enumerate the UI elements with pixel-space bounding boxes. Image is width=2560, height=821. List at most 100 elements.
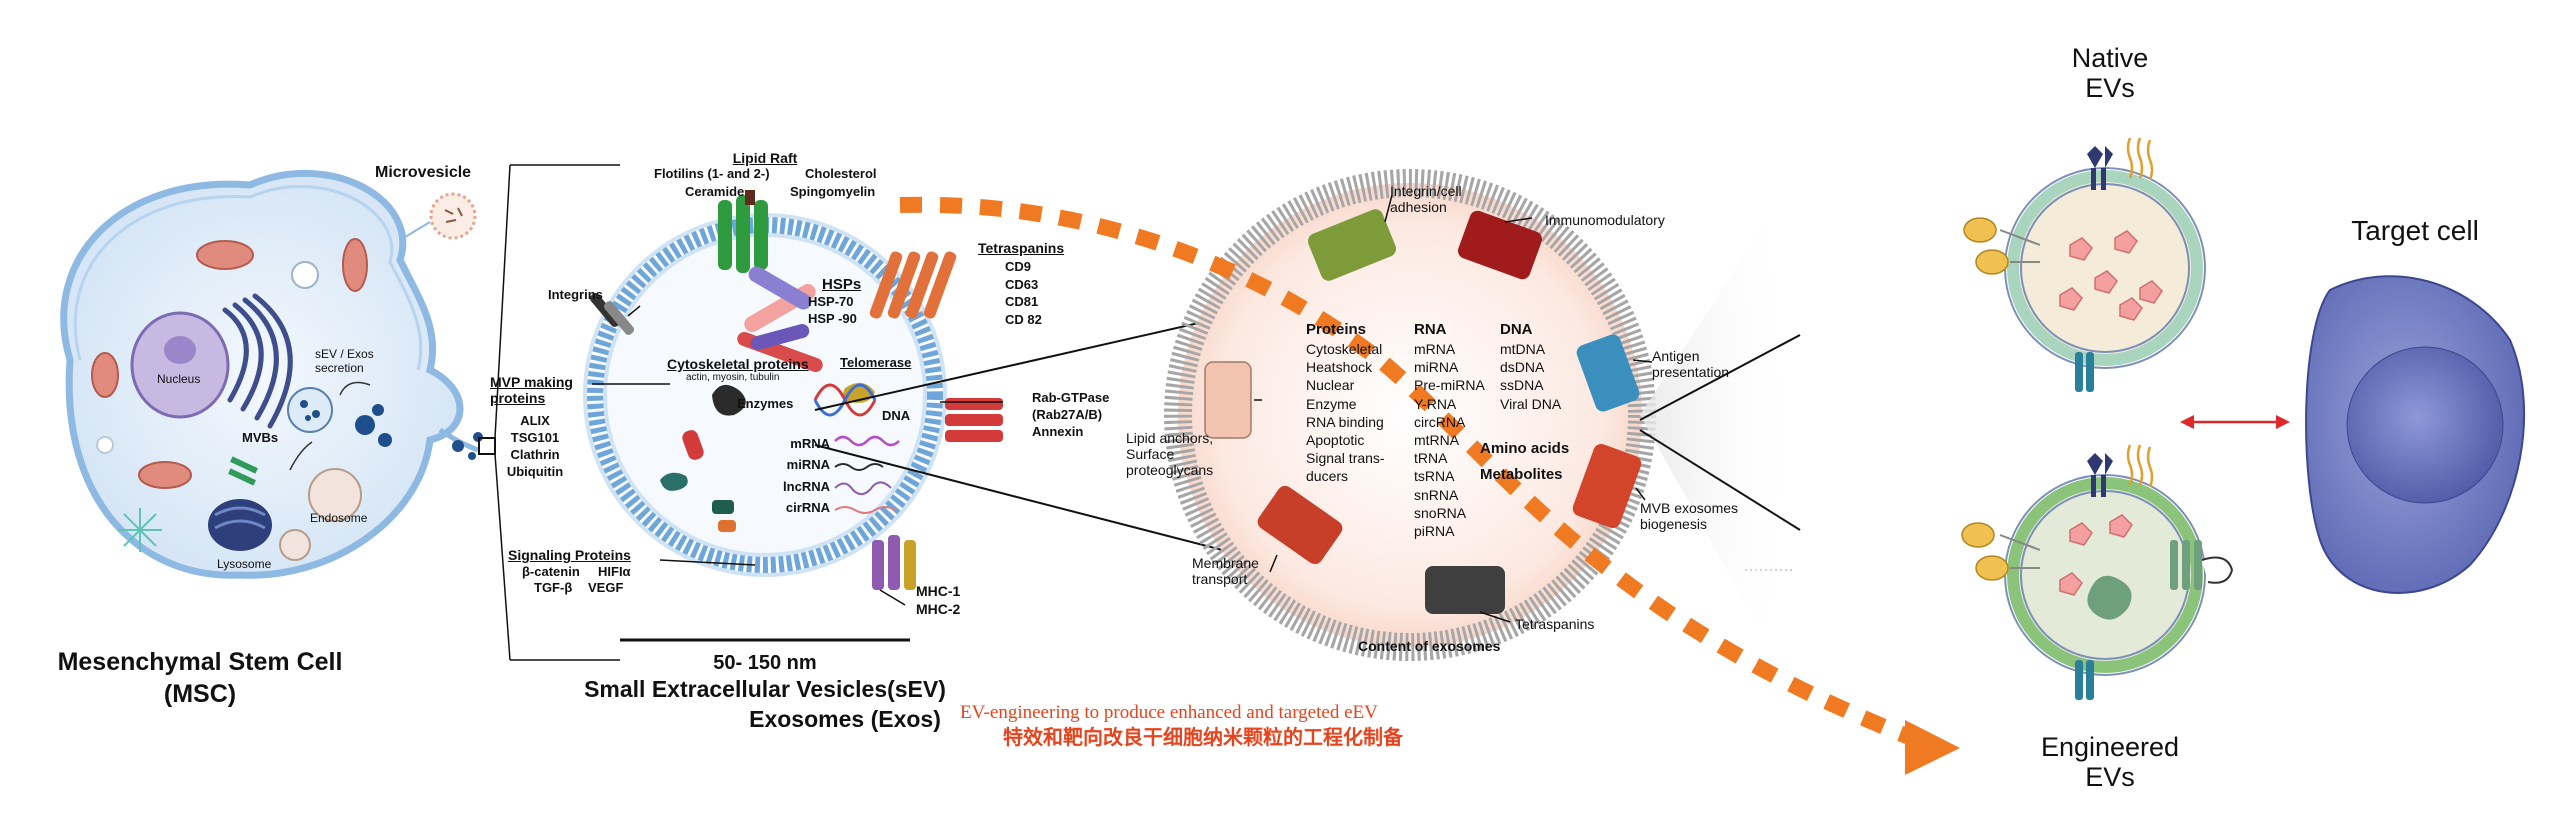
exo-dna-mtdna: mtDNA <box>1500 341 1546 357</box>
exo-rna-snorna: snoRNA <box>1414 504 1467 521</box>
tetraspanin-cd82: CD 82 <box>1005 311 1042 327</box>
mvp-alix: ALIX <box>520 413 550 428</box>
microvesicle-label: Microvesicle <box>375 164 472 181</box>
mvp-clathrin: Clathrin <box>510 446 560 462</box>
protein-nuclear: Nuclear <box>1306 377 1355 394</box>
protein-cytoskeletal: Cytoskeletal <box>1306 341 1383 357</box>
membrane-transport-block <box>1257 485 1343 565</box>
antigen-block <box>1576 334 1640 412</box>
tetraspanin-cd63: CD63 <box>1005 276 1039 292</box>
engineering-caption-en: EV-engineering to produce enhanced and t… <box>960 702 1378 723</box>
amino-acids-label: Amino acids <box>1480 440 1570 457</box>
target-cell-label: Target cell <box>2351 215 2479 246</box>
engineering-caption-zh: 特效和靶向改良干细胞纳米颗粒的工程化制备 <box>1003 727 1403 749</box>
tetraspanin-cd81: CD81 <box>1005 294 1039 310</box>
exo-rna-mrna: mRNA <box>1414 341 1456 357</box>
zoom-box <box>478 437 496 455</box>
signaling-hif: HIFIα <box>598 564 631 579</box>
exo-rna-y-rna: Y-RNA <box>1414 395 1457 412</box>
lipid-anchors-label: Lipid anchors, Surface proteoglycans <box>1126 430 1214 479</box>
immunomodulatory-label: Immunomodulatory <box>1545 212 1665 228</box>
exo-rna-mtrna: mtRNA <box>1414 431 1460 448</box>
lipid-raft-left-1: Flotilins (1- and 2-) <box>654 166 770 181</box>
mhc-icon <box>872 535 916 590</box>
protein-apoptotic: Apoptotic <box>1306 431 1365 448</box>
tetraspanins-label: Tetraspanins <box>1515 616 1595 632</box>
protein-rna-binding: RNA binding <box>1306 413 1384 430</box>
signaling-protein-icon <box>660 472 688 491</box>
cytoskeletal-sub: actin, myosin, tubulin <box>686 372 780 383</box>
hsps-list: HSP-70 HSP -90 <box>808 294 857 328</box>
exo-dna-list: mtDNA dsDNA ssDNA Viral DNA <box>1500 340 1561 413</box>
mirna-strand <box>834 463 884 471</box>
mvp-tsg101: TSG101 <box>510 429 560 445</box>
tetraspanins-heading: Tetraspanins <box>978 240 1065 256</box>
rna-heading: RNA <box>1414 321 1447 338</box>
engineering-arrowhead <box>1905 720 1960 775</box>
protein-enzyme: Enzyme <box>1306 395 1357 412</box>
enzyme-icon <box>712 384 746 416</box>
engineered-label-1: Engineered <box>2040 732 2180 762</box>
tetraspanins-list: CD9 CD63 CD81 CD 82 <box>1005 258 1042 328</box>
integrin-icon <box>589 293 635 335</box>
integrin-label: Integrin/cell adhesion <box>1390 183 1462 216</box>
rna-list: mRNA miRNA lncRNA cirRNA <box>780 433 830 519</box>
metabolites-label: Metabolites <box>1480 466 1563 483</box>
native-label-2: EVs <box>2085 72 2135 103</box>
exo-dna-dsdna: dsDNA <box>1500 359 1545 376</box>
mhc-2: MHC-2 <box>916 601 961 618</box>
lipid-raft-icon <box>718 190 768 273</box>
mrna-strand <box>834 435 900 447</box>
mhc-list: MHC-1 MHC-2 <box>916 582 960 618</box>
rna-mrna: mRNA <box>790 436 830 451</box>
hsp-90: HSP -90 <box>808 310 857 326</box>
rab-gtpase-label: Rab-GTPase <box>1032 390 1110 405</box>
tetraspanin-cd9: CD9 <box>1005 259 1032 274</box>
engineered-membrane-protein-icon <box>2170 540 2234 590</box>
native-ev <box>2004 167 2206 369</box>
exo-rna-pirna: piRNA <box>1414 522 1455 539</box>
lysosome-label: Lysosome <box>217 557 272 571</box>
mvbs-label: MVBs <box>242 430 279 445</box>
rna-mirna: miRNA <box>786 457 830 473</box>
rna-cirrna: cirRNA <box>785 500 830 516</box>
sev-secretion-label: sEV / Exos secretion <box>315 347 374 375</box>
signaling-heading: Signaling Proteins <box>508 547 631 563</box>
tetraspanin-block <box>1425 566 1505 614</box>
exo-rna-tsrna: tsRNA <box>1414 468 1455 485</box>
exo-rna-pre-mirna: Pre-miRNA <box>1414 377 1485 394</box>
engineering-arrow <box>899 196 1933 753</box>
mhc-1: MHC-1 <box>916 583 961 599</box>
msc-title: Mesenchymal Stem Cell <box>57 648 343 676</box>
mvb-block <box>1572 443 1642 529</box>
targeting-arrow-icon <box>2180 415 2290 429</box>
mvp-ubiquitin: Ubiquitin <box>506 463 564 479</box>
rab-list: Rab-GTPase (Rab27A/B) Annexin <box>1032 390 1109 441</box>
target-cell-icon <box>2305 275 2526 594</box>
rab27-label: (Rab27A/B) <box>1032 406 1103 422</box>
annexin-label: Annexin <box>1032 423 1084 439</box>
microvesicle-icon <box>429 192 477 240</box>
exo-rna-mirna: miRNA <box>1414 359 1459 376</box>
sev-title: Small Extracellular Vesicles(sEV) <box>584 676 946 702</box>
mvb-label: MVB exosomes biogenesis <box>1640 500 1739 533</box>
protein-heatshock: Heatshock <box>1306 359 1373 376</box>
integrin-block <box>1307 209 1397 281</box>
exo-rna-snrna: snRNA <box>1414 486 1459 503</box>
native-evs-label: Native EVs <box>2000 43 2220 103</box>
signaling-tgf: TGF-β <box>534 580 573 595</box>
msc-cell <box>60 170 483 579</box>
cirrna-strand <box>834 506 896 514</box>
exo-rna-list: mRNA miRNA Pre-miRNA Y-RNA circRNA mtRNA… <box>1414 340 1485 540</box>
lncrna-strand <box>834 481 892 496</box>
exo-rna-circrna: circRNA <box>1414 413 1466 430</box>
cytoskeletal-heading: Cytoskeletal proteins <box>667 356 809 372</box>
membrane-transport-label: Membrane transport <box>1192 555 1259 588</box>
lipid-raft-right-2: Spingomyelin <box>790 184 876 199</box>
sev-size: 50- 150 nm <box>713 652 817 674</box>
tetraspanin-icon <box>869 251 957 319</box>
protein-signal: Signal trans- <box>1306 450 1385 467</box>
native-tetraspanin-icon <box>2075 352 2094 392</box>
